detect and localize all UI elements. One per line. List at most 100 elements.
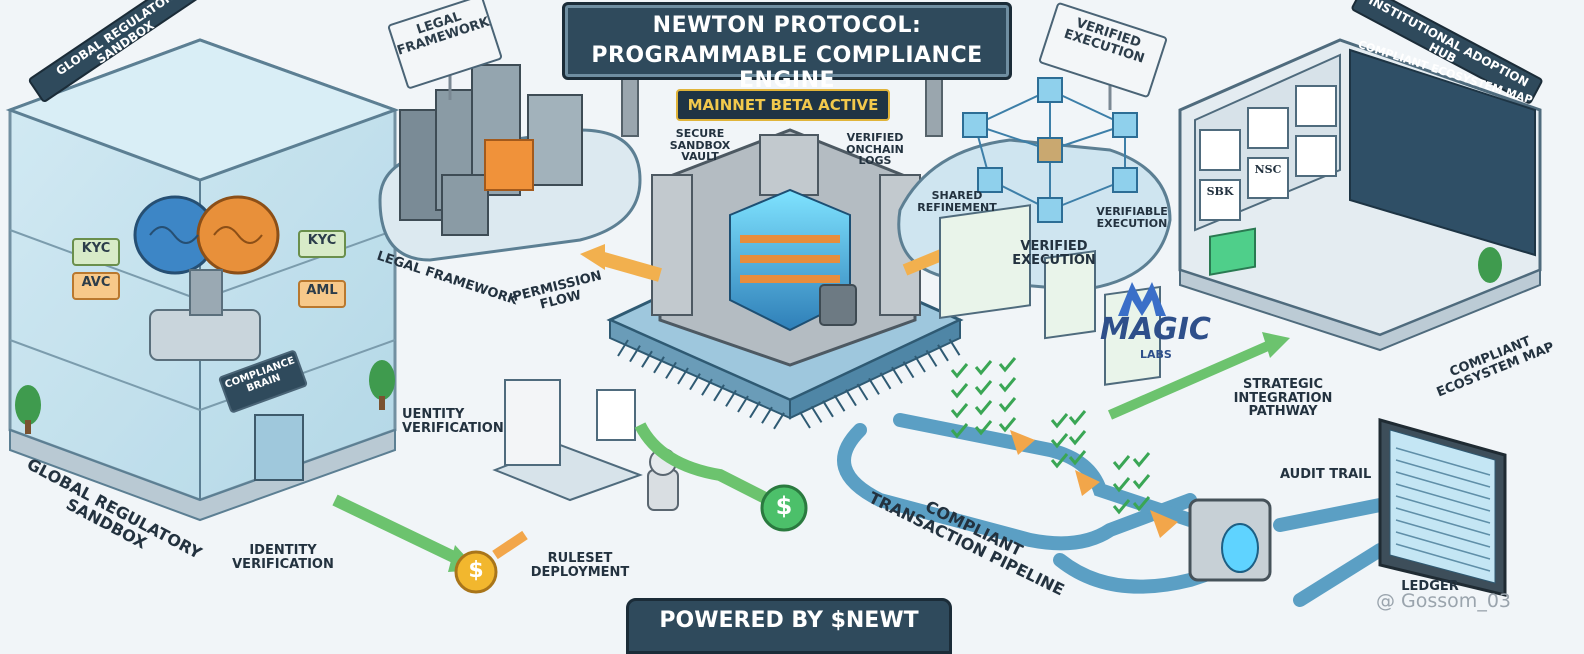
chip-pin [937,344,949,362]
strategic-integration-arrow [1107,332,1290,420]
magic-brand-text: MAGIC [1100,312,1211,347]
gold-coin-symbol: $ [468,558,484,583]
institutional-adoption-hub [1178,38,1542,352]
verified-onchain-logs-label: VERIFIED ONCHAIN LOGS [846,131,904,168]
identity-verification-label: IDENTITY VERIFICATION [232,543,334,572]
secure-sandbox-vault [651,128,921,367]
chip-pin [868,377,880,395]
ledger-row [1395,519,1491,548]
watermark: @ Gossom_03 [1376,590,1511,612]
chip-pin [914,355,926,373]
check-mark-icon [1132,496,1151,512]
green-coin-symbol: $ [775,492,793,520]
ruleset-deployment-label: RULESET DEPLOYMENT [530,551,630,580]
check-mark-icon [998,397,1017,413]
check-marks [950,357,1151,515]
verified-execution-label: VERIFIED EXECUTION [1012,239,1096,268]
check-mark-icon [1050,433,1069,449]
title-line-2: PROGRAMMABLE COMPLIANCE ENGINE [591,43,983,93]
title-line-1: NEWTON PROTOCOL: [652,13,922,38]
check-mark-icon [950,403,969,419]
check-mark-icon [974,360,993,376]
title-posts [621,71,943,137]
check-mark-icon [1050,453,1069,469]
status-badge: MAINNET BETA ACTIVE [676,89,890,121]
chip-pin [737,395,749,413]
ledger-row [1395,495,1491,524]
check-mark-icon [1112,477,1131,493]
check-mark-icon [950,423,969,439]
title-banner: NEWTON PROTOCOL: PROGRAMMABLE COMPLIANCE… [562,2,1012,93]
chip-pin [629,345,641,363]
check-mark-icon [1112,499,1131,515]
avc-badge: AVC [72,272,120,300]
chip-pin [641,350,653,368]
legal-framework-platform [378,64,642,262]
chip-pin [725,389,737,407]
tree-icon [15,360,395,434]
transaction-pipeline [837,413,1387,607]
audit-scanner [1188,227,1272,582]
identity-verification-partial-label: UENTITY VERIFICATION [402,407,504,436]
ledger-row [1395,507,1491,536]
kyc-left-badge: KYC [72,238,120,266]
nsc-label: NSC [1254,163,1282,176]
check-mark-icon [974,420,993,436]
ledger-row [1395,471,1491,500]
compliance-brain-icon [133,195,280,361]
chip-pin [617,339,629,357]
chip-pin [925,349,938,367]
secure-sandbox-vault-label: SECURE SANDBOX VAULT [669,127,731,164]
chip-pin [833,394,846,412]
chip-pin [845,389,857,407]
check-mark-icon [1068,430,1087,446]
chip-pin [891,366,903,384]
diagram-scene [5,38,1542,607]
chip-pin [773,412,785,430]
aml-badge: AML [298,280,346,308]
check-mark-icon [998,357,1017,373]
chip-pin [701,378,713,396]
checklist-panels [939,204,1161,386]
chip-pins [617,338,961,430]
check-mark-icon [950,383,969,399]
labs-brand-text: LABS [1140,348,1172,361]
ledger-screen [1378,418,1507,597]
ledger-row [1395,447,1491,476]
strategic-integration-pathway-label: STRATEGIC INTEGRATION PATHWAY [1233,377,1333,420]
permission-flow-arrow [580,244,662,282]
check-mark-icon [950,363,969,379]
chip-pin [749,401,761,419]
check-mark-icon [1068,450,1087,466]
chip-pin [822,400,834,418]
ledger-rows [1395,447,1491,572]
chip-pin [856,383,869,401]
check-mark-icon [1050,413,1069,429]
magic-logo-icon [1118,282,1166,316]
check-mark-icon [974,400,993,416]
ledger-row [1395,543,1491,572]
audit-trail-label: AUDIT TRAIL [1280,467,1372,482]
chip-pin [799,411,811,429]
chip-pin [761,406,773,424]
chip-pin [948,338,961,356]
chip-pin [665,361,677,379]
identity-flow-arrow [332,494,528,572]
ledger-row [1395,483,1491,512]
check-mark-icon [1132,474,1151,490]
sbk-label: SBK [1206,185,1234,198]
check-mark-icon [1112,455,1131,471]
chip-pin [677,367,689,385]
chip-pin [689,373,701,391]
ledger-row [1395,531,1491,560]
ledger-label: LEDGER [1401,579,1459,594]
chip-pin [713,384,725,402]
kyc-right-badge: KYC [298,230,346,258]
chip-pin [810,405,823,423]
check-mark-icon [998,377,1017,393]
verifiable-execution-label: VERIFIABLE EXECUTION [1096,205,1168,230]
shared-refinement-label: SHARED REFINEMENT [917,189,997,214]
pipeline-arrows [1010,430,1178,538]
check-mark-icon [1132,452,1151,468]
check-mark-icon [998,417,1017,433]
